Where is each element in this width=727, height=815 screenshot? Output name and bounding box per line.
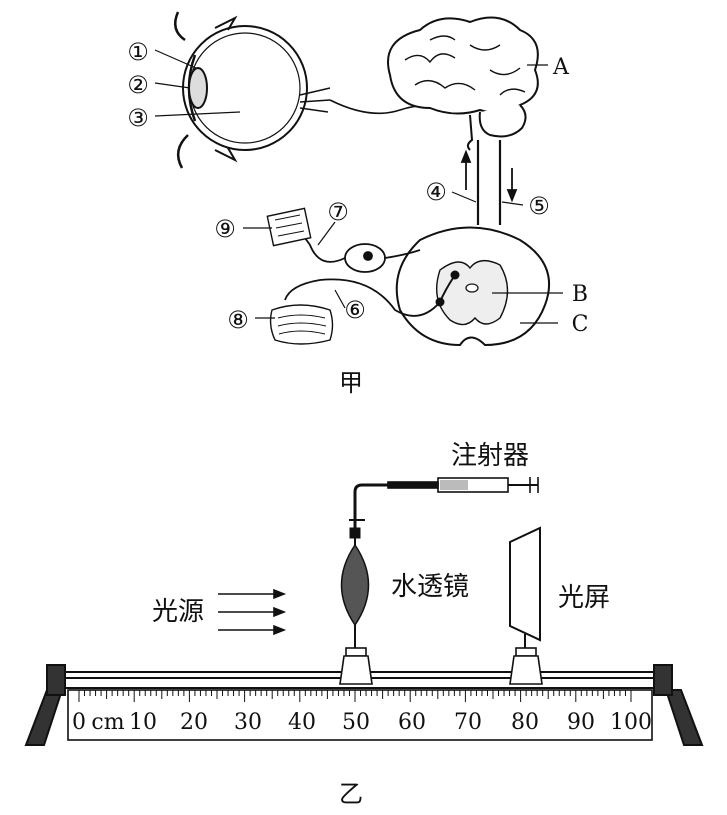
label-C: C xyxy=(572,312,589,337)
skin-receptor xyxy=(266,207,312,247)
label-1: ① xyxy=(127,38,149,66)
ruler-label-20: 20 xyxy=(180,710,208,735)
label-B: B xyxy=(572,282,588,307)
label-5: ⑤ xyxy=(528,192,550,220)
label-7: ⑦ xyxy=(327,198,349,226)
brain-illustration xyxy=(387,16,539,225)
label-8: ⑧ xyxy=(227,306,249,334)
ruler-tick-labels: 0 cm 10 20 30 40 50 60 70 80 90 100 xyxy=(72,710,652,735)
ruler-label-100: 100 xyxy=(610,710,652,735)
water-lens-label: 水透镜 xyxy=(391,572,469,602)
ruler-label-30: 30 xyxy=(234,710,262,735)
bottom-figure-caption: 乙 xyxy=(339,780,363,808)
light-rays xyxy=(218,588,287,636)
ruler-ticks xyxy=(78,690,632,702)
light-source-label: 光源 xyxy=(152,597,204,627)
label-A: A xyxy=(552,55,570,80)
bottom-figure-labels: 注射器 水透镜 光源 光屏 xyxy=(152,441,610,627)
ruler-unit: cm xyxy=(91,710,124,735)
top-figure-labels: ① ② ③ A ④ ⑤ ⑨ ⑦ ⑥ ⑧ B C xyxy=(127,38,588,337)
syringe-label: 注射器 xyxy=(451,441,529,471)
ruler-label-60: 60 xyxy=(398,710,426,735)
label-6: ⑥ xyxy=(344,296,366,324)
top-figure-caption: 甲 xyxy=(339,369,363,397)
ruler-label-0: 0 xyxy=(72,710,86,735)
ruler-label-90: 90 xyxy=(567,710,595,735)
light-screen xyxy=(509,526,541,648)
water-lens xyxy=(340,538,370,648)
syringe-tube xyxy=(349,483,390,539)
eye-illustration xyxy=(173,11,461,169)
lens-holder xyxy=(339,647,373,685)
reflex-arc-nerves xyxy=(284,230,441,317)
label-2: ② xyxy=(127,71,149,99)
ruler-label-80: 80 xyxy=(511,710,539,735)
screen-label: 光屏 xyxy=(558,583,610,613)
ruler-label-70: 70 xyxy=(454,710,482,735)
label-3: ③ xyxy=(127,104,149,132)
muscle-effector xyxy=(269,304,334,345)
ruler-label-40: 40 xyxy=(288,710,316,735)
ruler-label-50: 50 xyxy=(342,710,370,735)
spinal-cord-cross-section xyxy=(395,226,551,347)
top-figure-leader-lines xyxy=(154,49,563,324)
spinal-pathway-arrows xyxy=(460,149,518,203)
label-9: ⑨ xyxy=(214,215,236,243)
syringe xyxy=(387,477,539,493)
label-4: ④ xyxy=(425,178,447,206)
ruler-label-10: 10 xyxy=(129,710,157,735)
screen-holder xyxy=(509,647,543,685)
